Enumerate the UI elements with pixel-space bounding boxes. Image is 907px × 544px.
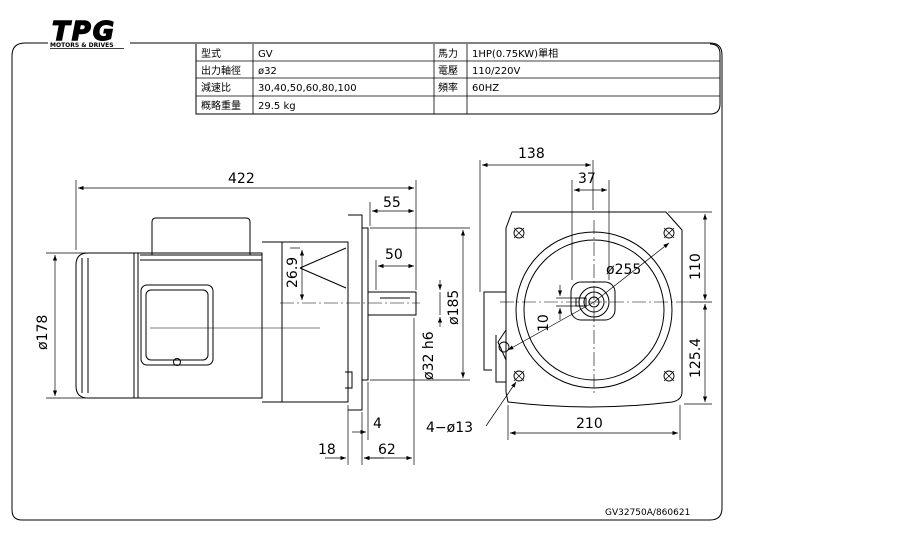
side-centerlines	[150, 302, 420, 329]
dim-flange-thickness: 18	[318, 442, 336, 458]
spec-label-0: 型式	[201, 47, 221, 60]
spec-value2-1: 110/220V	[472, 66, 521, 77]
company-logo: TPG MOTORS & DRIVES	[46, 16, 128, 49]
dim-motor-diameter: ø178	[35, 315, 51, 350]
spec-table: 型式 GV 馬力 1HP(0.75KW)單相 出力軸徑 ø32 電壓 110/2…	[195, 43, 721, 115]
dim-shaft-diameter: ø32 h6	[421, 331, 437, 380]
dim-flange-face: ø185	[446, 290, 462, 325]
logo-tagline: MOTORS & DRIVES	[50, 42, 114, 49]
spec-value2-0: 1HP(0.75KW)單相	[472, 47, 558, 60]
front-view	[483, 211, 683, 408]
spec-value-3: 29.5 kg	[258, 101, 296, 112]
front-dimensions	[479, 160, 712, 440]
dim-square-width: 210	[576, 416, 603, 432]
dim-pcd: ø255	[606, 262, 641, 278]
drawing-number: GV32750A/860621	[605, 508, 690, 518]
spec-label-1: 出力軸徑	[201, 64, 241, 77]
side-view	[75, 214, 417, 411]
spec-label-2: 減速比	[201, 81, 231, 94]
dim-key-offset: 26.9	[285, 257, 301, 288]
spec-label-3: 概略重量	[201, 99, 241, 112]
dim-shaft-length: 50	[385, 247, 403, 263]
dim-overall-length: 422	[228, 171, 255, 187]
dim-lower-height: 125.4	[688, 338, 704, 378]
side-dimensions	[46, 180, 470, 465]
front-centerlines	[500, 220, 690, 395]
dim-holes: 4−ø13	[426, 420, 473, 436]
dim-upper-height: 110	[688, 253, 704, 280]
spec-value2-2: 60HZ	[472, 83, 499, 94]
dim-rear-length: 62	[378, 442, 396, 458]
spec-value-2: 30,40,50,60,80,100	[258, 83, 357, 94]
dim-center-offset: 37	[578, 171, 596, 187]
spec-label2-2: 頻率	[438, 81, 458, 94]
spec-value-1: ø32	[258, 66, 277, 77]
logo-text: TPG	[52, 17, 116, 47]
dim-key-width: 10	[536, 314, 552, 332]
spec-value-0: GV	[258, 49, 273, 60]
sheet-border	[11, 42, 723, 521]
dim-flange-to-shaft-end: 55	[383, 195, 401, 211]
spec-label2-1: 電壓	[438, 65, 458, 77]
dim-bolt-half-width: 138	[518, 146, 545, 162]
spec-label2-0: 馬力	[438, 47, 458, 60]
dim-spigot-depth: 4	[373, 416, 382, 432]
